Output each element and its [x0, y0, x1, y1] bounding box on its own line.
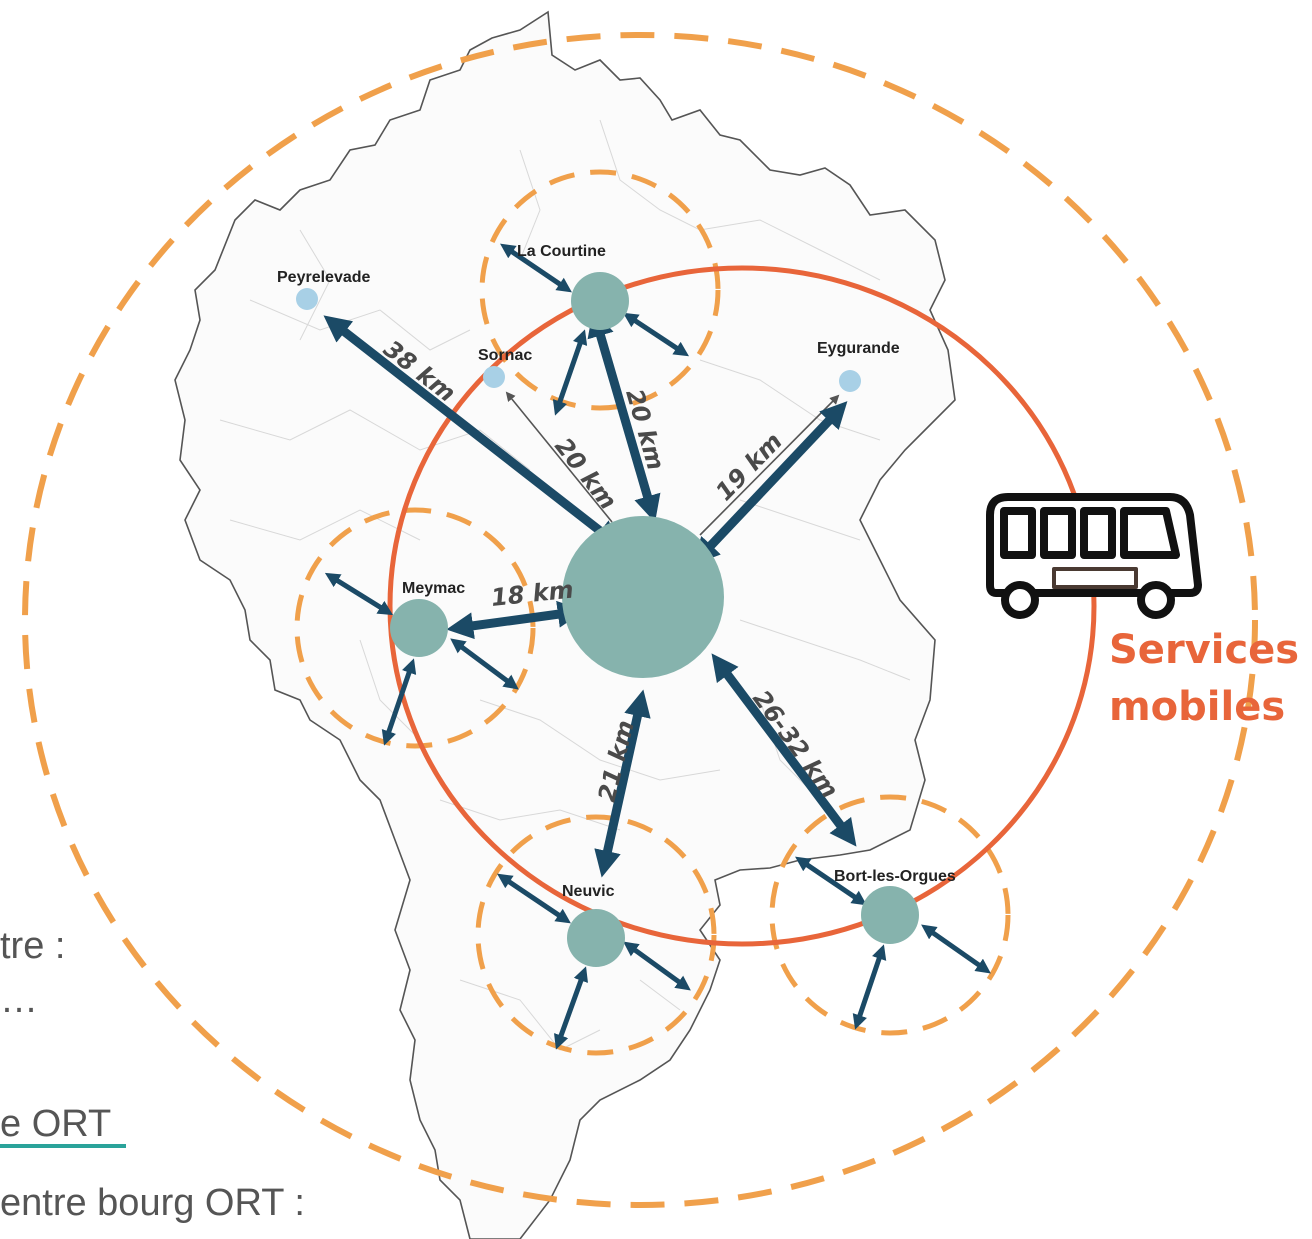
- neuvic-local-arrow: [554, 966, 588, 1050]
- town-label-sornac: Sornac: [478, 347, 532, 364]
- town-label-meymac: Meymac: [402, 580, 465, 597]
- background-text-4: entre bourg ORT :: [0, 1182, 305, 1224]
- peyrelevade-arrow: [323, 315, 622, 548]
- background-text-2: …: [0, 979, 38, 1021]
- town-label-la-courtine: La Courtine: [517, 243, 606, 260]
- peyrelevade-dot: [296, 288, 318, 310]
- background-text-3: e ORT: [0, 1103, 111, 1145]
- services-label-line1: Services: [1109, 627, 1299, 673]
- neuvic-local-arrow: [623, 941, 691, 991]
- town-label-neuvic: Neuvic: [562, 883, 615, 900]
- neuvic-local-arrow: [497, 873, 571, 924]
- services-label-line2: mobiles: [1109, 684, 1285, 730]
- la-courtine-local-arrow: [500, 243, 572, 293]
- background-text-1: tre :: [0, 925, 65, 967]
- neuvic-pole: [567, 909, 625, 967]
- territory-outline: [174, 10, 956, 1239]
- town-label-peyrelevade: Peyrelevade: [277, 269, 371, 286]
- meymac-pole: [390, 599, 448, 657]
- town-label-bort: Bort-les-Orgues: [834, 868, 956, 885]
- bort-local-arrow: [921, 924, 991, 974]
- meymac-local-arrow: [381, 658, 417, 746]
- la-courtine-local-arrow: [622, 312, 690, 357]
- bort-dashed-ring: [769, 794, 1011, 1036]
- eygurande-dot: [839, 370, 861, 392]
- meymac-arrow: [446, 600, 585, 640]
- sornac-dot: [483, 366, 505, 388]
- meymac-local-arrow: [324, 572, 394, 616]
- outer-dashed-ring: [22, 32, 1258, 1208]
- bort-pole: [861, 886, 919, 944]
- la-courtine-pole: [571, 272, 629, 330]
- eygurande-arrow: [692, 401, 848, 565]
- bort-arrow: [711, 653, 857, 847]
- bort-local-arrow: [852, 944, 887, 1030]
- central-pole: [562, 516, 724, 678]
- la-courtine-local-arrow: [552, 329, 588, 416]
- meymac-local-arrow: [450, 638, 519, 690]
- la-courtine-arrow: [587, 309, 661, 523]
- town-label-eygurande: Eygurande: [817, 340, 900, 357]
- bort-local-arrow: [795, 856, 867, 906]
- bus-icon: [986, 493, 1202, 619]
- neuvic-arrow: [594, 689, 651, 878]
